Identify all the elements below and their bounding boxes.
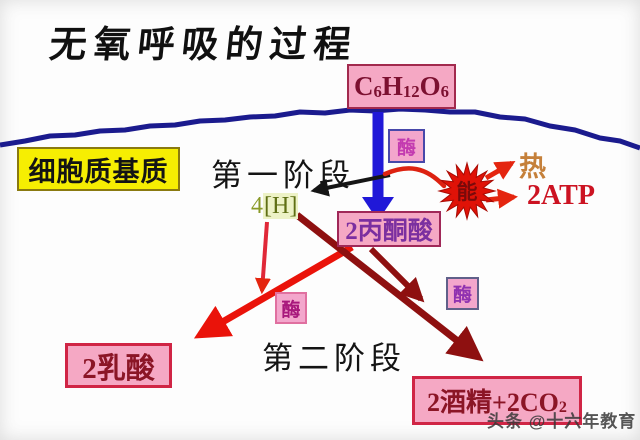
energy-release-arrow [382,166,447,189]
energy-burst-star [437,161,497,221]
hydrogen-to-lactate-arrow [254,221,271,295]
glucose-formula-o: O [419,71,441,101]
hydrogen-to-alcohol-arrow [294,212,484,362]
glucose-formula-h: H [381,71,403,101]
pyruvate-to-lactate-arrow [193,243,354,339]
enzyme-box-stage1: 酶 [388,129,425,163]
stage2-label: 第二阶段 [262,341,406,376]
atp-label: 2ATP [527,180,595,211]
enzyme-box-alcohol: 酶 [446,277,479,310]
stage1-label: 第一阶段 [211,158,355,193]
hydrogen-bracket: [H] [263,193,299,219]
alcohol-co2-sub: 2 [558,398,567,416]
energy-char: 能 [456,180,478,204]
enzyme-box-lactate: 酶 [275,292,307,324]
glucose-to-pyruvate-arrow [362,112,394,221]
pyruvate-box: 2丙酮酸 [337,211,441,247]
cytoplasm-label-box: 细胞质基质 [17,147,180,191]
lactate-box: 2乳酸 [65,343,172,388]
glucose-formula-h-sub: 12 [402,82,420,102]
alcohol-co2-main: 2酒精+2CO [427,388,559,417]
glucose-formula-c: C [353,71,374,101]
glucose-formula-o-sub: 6 [440,82,449,102]
membrane-curve [0,106,640,151]
page-title: 无氧呼吸的过程 [47,25,360,66]
heat-label: 热 [519,152,546,182]
heat-arrow [484,160,516,181]
hydrogen-carrier-label: 4[H] [251,193,299,220]
glucose-formula-c-sub: 6 [373,82,382,102]
hydrogen-count: 4 [251,193,263,219]
stage1-label-arrow [310,173,391,197]
pyruvate-merge-arrow [368,246,425,303]
watermark: 头条 @十六年教育 [487,412,637,431]
